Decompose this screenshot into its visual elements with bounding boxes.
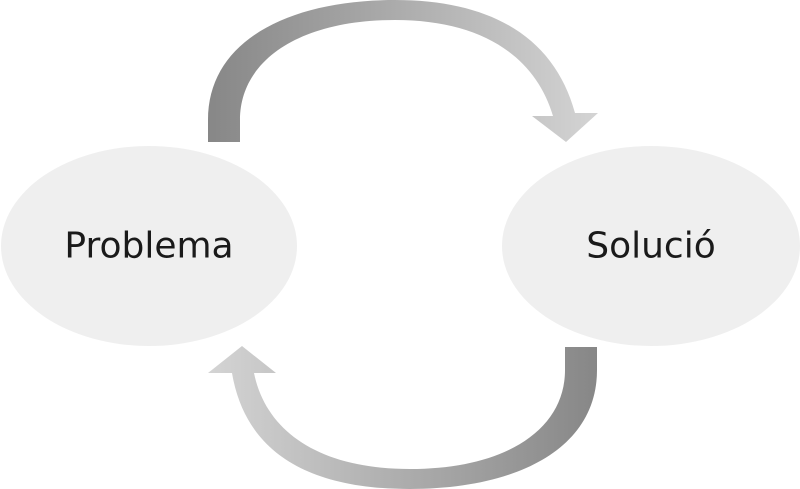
solution-label: Solució [586,226,716,267]
problem-label: Problema [64,226,233,267]
solution-node [502,146,800,346]
arrow-problem-to-solution [208,0,598,142]
arrow-solution-to-problem [208,346,597,489]
problem-node [1,146,297,346]
